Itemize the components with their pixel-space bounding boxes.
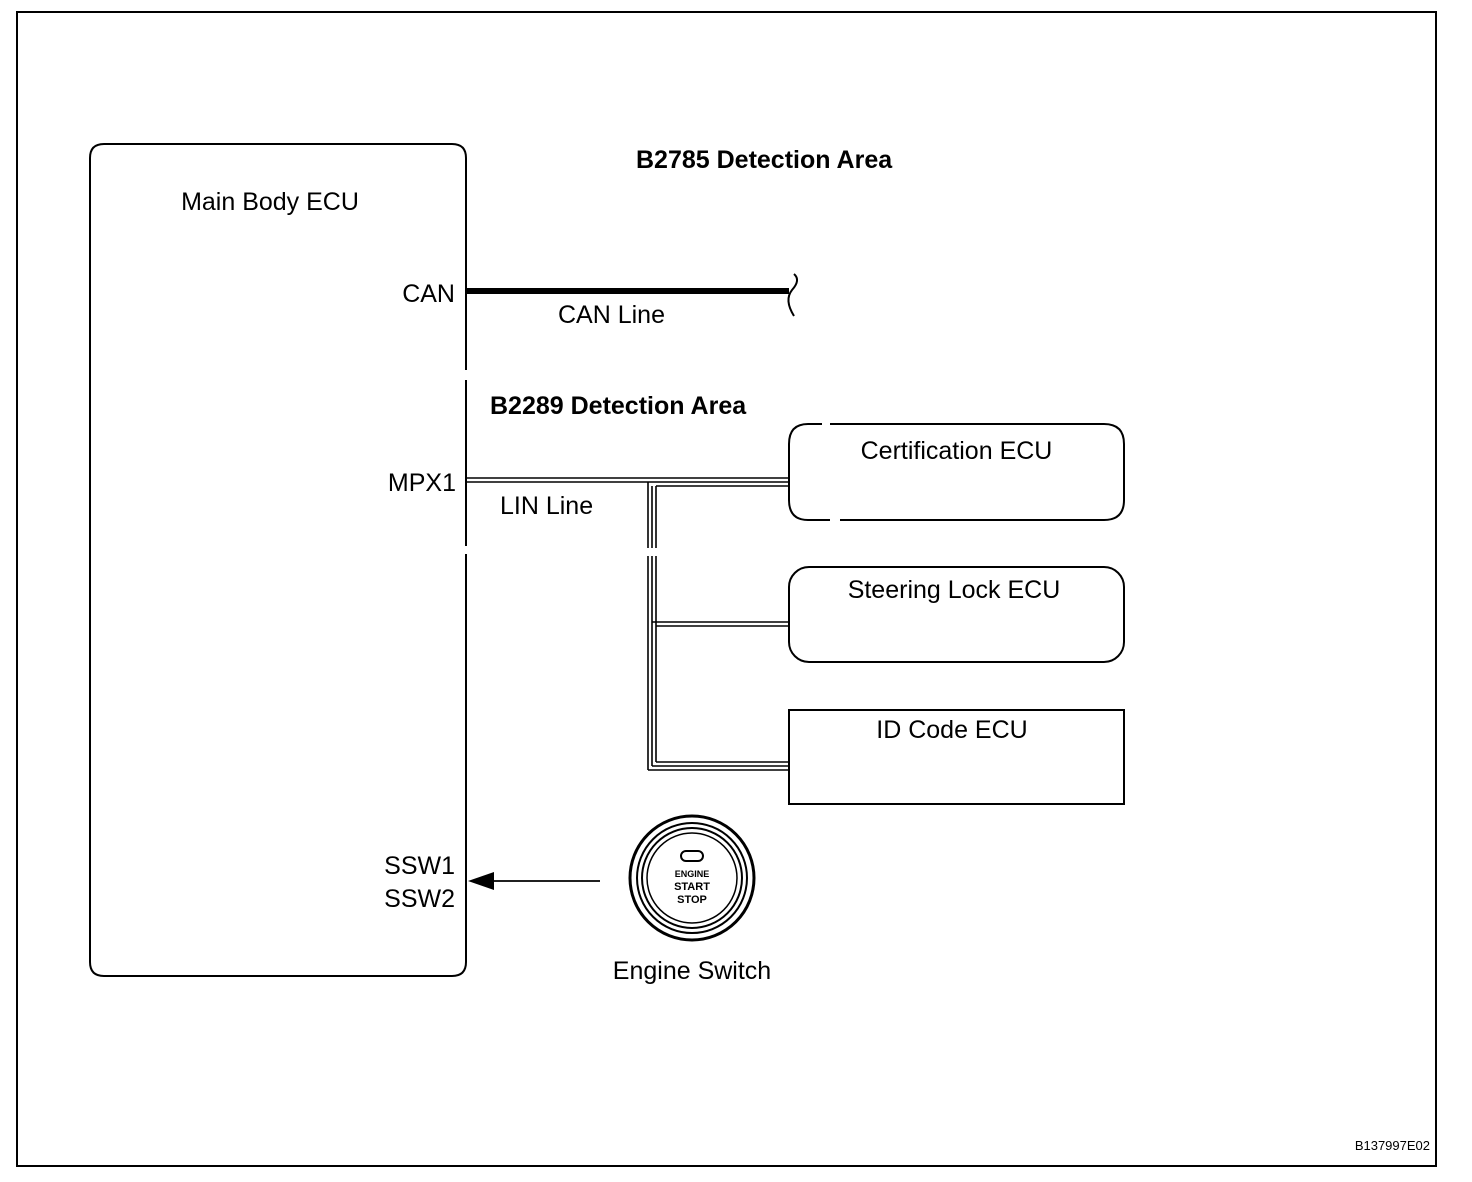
id-code-ecu-label: ID Code ECU [876, 716, 1028, 744]
engine-switch-button [628, 814, 756, 942]
id-code-ecu-box [788, 709, 1125, 805]
steering-lock-ecu-label: Steering Lock ECU [847, 576, 1061, 604]
button-text-engine: ENGINE [674, 869, 710, 879]
main-body-ecu-box [89, 143, 467, 977]
can-line-break-mark [787, 273, 798, 317]
engine-switch-label: Engine Switch [612, 957, 772, 985]
can-pin-label: CAN [402, 280, 455, 308]
diagram-frame [16, 11, 1437, 1167]
certification-ecu-label: Certification ECU [860, 437, 1053, 465]
button-text-start: START [674, 881, 710, 893]
can-line-label: CAN Line [558, 301, 665, 329]
signal-arrow-head [468, 872, 494, 890]
steering-lock-ecu-box [788, 566, 1125, 663]
mpx1-pin-label: MPX1 [387, 469, 456, 497]
main-body-ecu-title: Main Body ECU [181, 188, 359, 216]
figure-code: B137997E02 [1354, 1138, 1430, 1153]
b2785-detection-area-label: B2785 Detection Area [636, 146, 893, 174]
ssw2-pin-label: SSW2 [384, 885, 455, 913]
lin-line [466, 477, 789, 771]
lin-line-label: LIN Line [500, 492, 594, 520]
b2289-detection-area-label: B2289 Detection Area [490, 392, 747, 420]
button-text-stop: STOP [677, 894, 707, 906]
ssw1-pin-label: SSW1 [384, 852, 455, 880]
certification-ecu-box [830, 423, 1125, 521]
engine-switch-button-text: ENGINE START STOP [652, 868, 732, 907]
lin-line-gap [644, 548, 660, 556]
